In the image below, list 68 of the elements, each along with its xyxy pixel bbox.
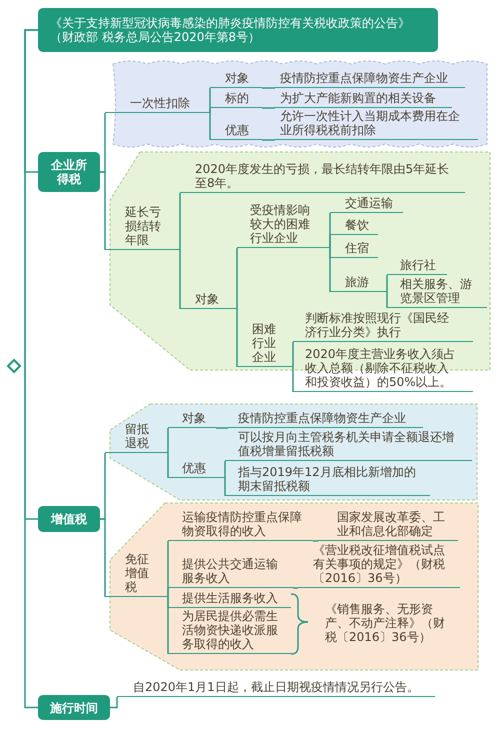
connector-line [292,366,294,392]
branch-label: 国家发展改革委、工业和信息化部确定 [318,510,458,541]
branch-label: 餐饮 [330,220,378,235]
branch-label: 留抵退税 [105,423,168,453]
connector-line [290,593,308,623]
connector-line [313,540,319,542]
branch-label: 疫情防控重点保障物资生产企业 [275,70,465,88]
connector-line [100,171,106,250]
branch-label: 困难行业企业 [237,322,293,367]
branch-label: 提供公共交通运输服务收入 [168,555,293,588]
note-text: 《销售服务、无形资产、不动产注释》（财税〔2016〕36号） [308,598,466,648]
connector-line [167,428,169,454]
connector-line [209,112,211,140]
connector-line [262,139,276,141]
connector-line [236,308,238,367]
branch-label: 2020年度主营业务收入须占收入总额（剔除不征税收入和投资收益）的50%以上。 [293,344,473,392]
branch-label: 《营业税改征增值税试点有关事项的规定》（财税〔2016〕36号） [298,542,460,588]
connector-line [209,108,211,114]
connector-line [224,477,226,496]
branch-label: 判断标准按照现行《国民经济行业分类》执行 [293,310,473,342]
connector-line [386,291,388,308]
branch-label: 对象 [168,413,216,428]
branch-label: 为扩大产能新购置的相关设备 [275,90,452,108]
branch-label: 对象 [210,70,262,88]
branch-label: 延长亏损结转年限 [105,203,180,250]
connector-line [329,247,331,292]
connector-line [179,193,181,251]
connector-line [262,107,276,109]
branch-label: 交通运输 [330,198,403,213]
branch-label: 旅行社 [387,260,447,275]
branch-label: 一次性扣除 [105,96,210,113]
branch-label: 免征增值税 [105,551,168,597]
connector-line [292,342,294,368]
topic-box: 施行时间 [38,695,110,720]
connector-line [167,452,169,478]
branch-label: 优惠 [210,118,262,140]
connector-line [329,235,331,249]
connector-line [236,248,238,310]
connector-line [224,461,226,479]
branch-label: 2020年度发生的亏损，最长结转年限由5年延长至8年。 [180,158,465,193]
topic-box: 增值税 [38,506,100,532]
branch-label: 自2020年1月1日起，截止日期视疫情情况另行公告。 [117,680,435,697]
branch-label: 提供生活服务收入 [168,593,291,608]
connector-line [293,587,299,589]
topic-box: 企业所得税 [38,152,100,192]
branch-label: 疫情防控重点保障物资生产企业 [228,411,423,428]
branch-label: 为居民提供必需生活物资快递收派服务取得的收入 [168,610,291,654]
branch-label: 旅游 [330,275,387,292]
branch-label: 运输疫情防控重点保障物资取得的收入 [168,510,313,541]
branch-label: 可以按月向主管税务机关申请全额退还增值税增量留抵税额 [225,428,472,461]
branch-label: 对象 [180,290,237,309]
branch-label: 指与2019年12月底相比新增加的期末留抵税额 [225,463,430,496]
connector-line [110,697,118,708]
connector-line [167,596,169,654]
connector-line [386,275,388,293]
branch-label: 相关服务、游览景区管理 [387,277,487,308]
branch-label: 受疫情影响较大的困难行业企业 [237,202,330,248]
branch-label: 住宿 [330,243,378,258]
branch-label: 标的 [210,90,262,108]
connector-line [167,588,169,598]
connector-line [216,427,229,429]
connector-line [100,518,106,597]
branch-label: 允许一次性计入当期成本费用在企业所得税税前扣除 [275,108,478,140]
branch-label: 优惠 [168,455,225,478]
connector-line [262,87,276,89]
connector-line [179,249,181,309]
title-box: 《关于支持新型冠状病毒感染的肺炎疫情防控有关税收政策的公告》（财政部 税务总局公告2020年第8号） [38,8,438,52]
connector-line [24,29,38,708]
